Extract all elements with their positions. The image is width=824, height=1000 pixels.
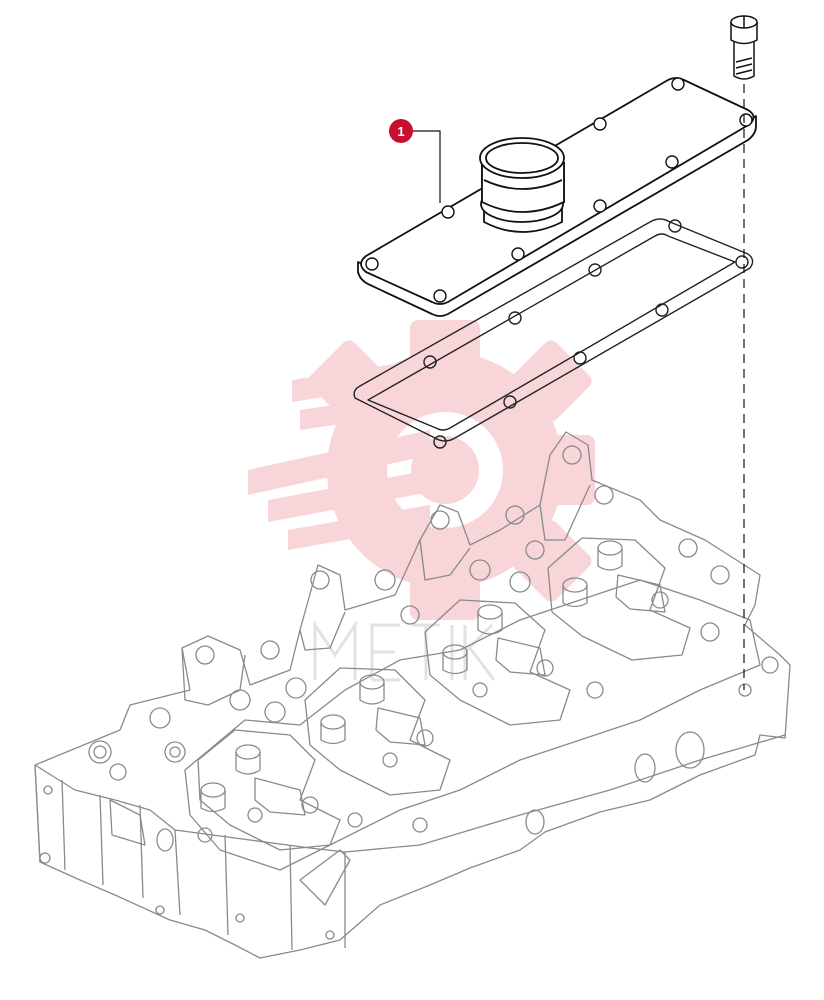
outlet-pipe xyxy=(479,137,565,233)
watermark-logo xyxy=(248,320,595,682)
callout-1[interactable]: 1 xyxy=(389,119,413,143)
bolt xyxy=(730,15,758,80)
cover-plate-holes xyxy=(365,77,753,303)
cylinder-head xyxy=(34,431,791,959)
callout-label: 1 xyxy=(397,124,404,139)
callout-marker[interactable] xyxy=(389,119,413,143)
gasket xyxy=(353,218,754,449)
callout-leader-line xyxy=(412,130,441,203)
